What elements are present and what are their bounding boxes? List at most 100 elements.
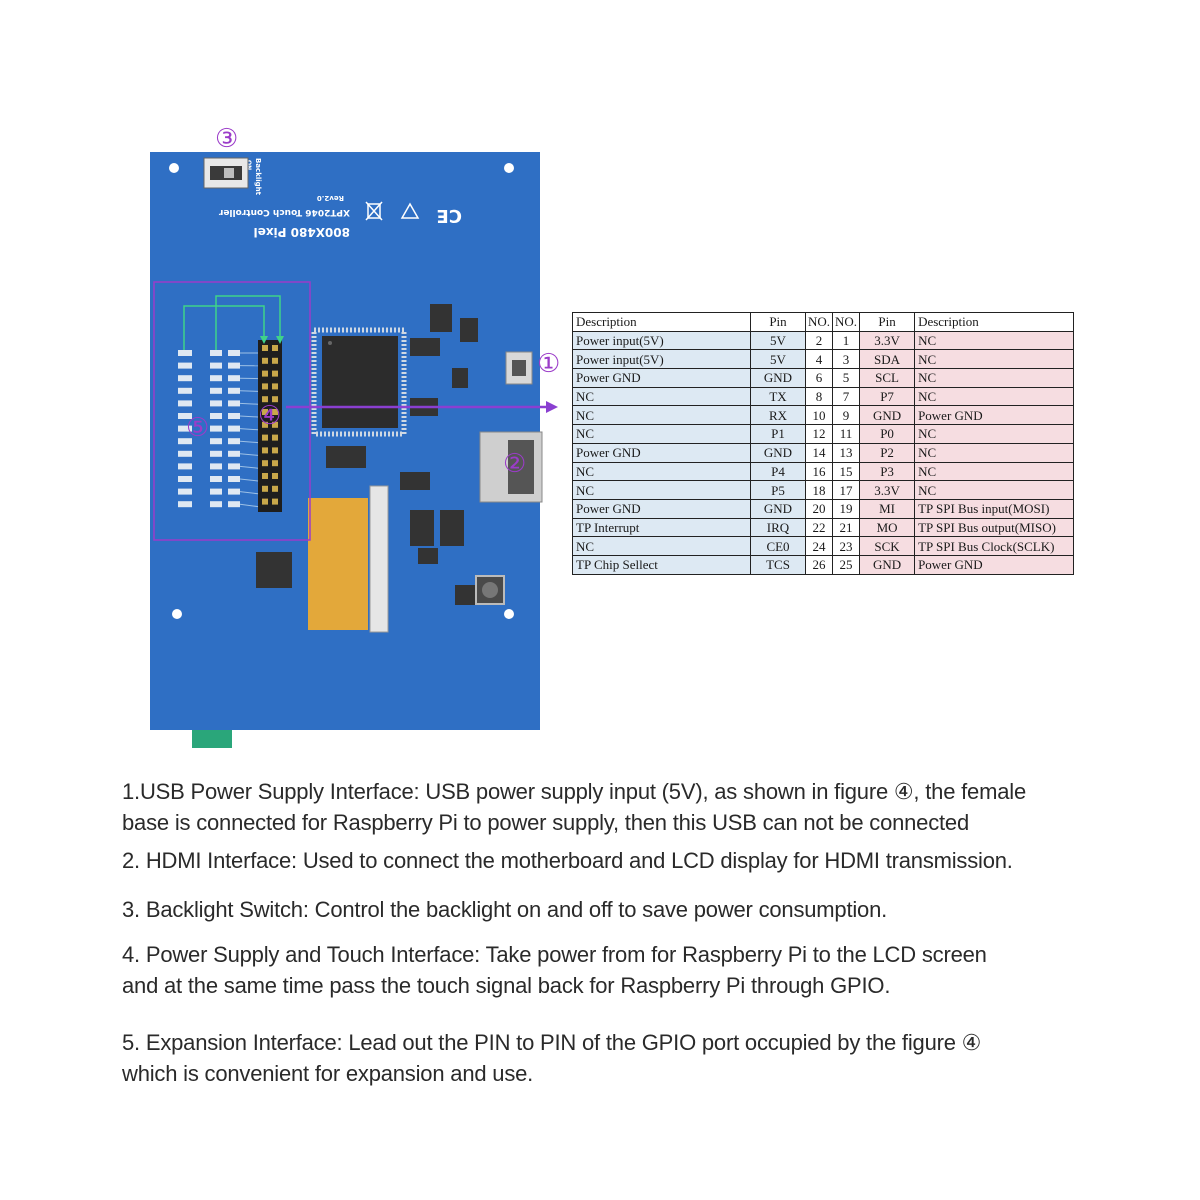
expansion-pad xyxy=(178,476,192,482)
pin-cell-pin-r: SDA xyxy=(859,349,916,370)
gpio-pin xyxy=(272,357,278,364)
gpio-pin xyxy=(262,421,268,428)
pin-cell-pin-r: 3.3V xyxy=(859,330,916,351)
pin-cell-desc-l: NC xyxy=(572,461,751,482)
pin-cell-pin-l: P4 xyxy=(750,461,806,482)
fpc-tab xyxy=(192,730,232,748)
expansion-pad xyxy=(228,413,240,419)
expansion-pad xyxy=(210,375,222,382)
expansion-pad xyxy=(228,375,240,382)
pin-cell-pin-l: CE0 xyxy=(750,536,806,556)
header-no-right: NO. xyxy=(832,312,861,332)
pin-cell-desc-r: NC xyxy=(914,442,1075,463)
expansion-pad xyxy=(178,488,192,495)
expansion-pad xyxy=(178,413,192,419)
ic xyxy=(256,552,292,588)
ic xyxy=(440,510,464,546)
pin-cell-desc-r: NC xyxy=(914,368,1075,388)
note-power-touch: 4. Power Supply and Touch Interface: Tak… xyxy=(122,939,987,1001)
pin-cell-desc-l: TP Chip Sellect xyxy=(572,554,751,575)
expansion-pad xyxy=(210,450,222,457)
pin-cell-desc-l: Power GND xyxy=(572,368,751,388)
ic xyxy=(452,368,468,388)
expansion-pad xyxy=(210,362,222,369)
pin-cell-no-r: 23 xyxy=(832,536,861,556)
pin-cell-pin-r: SCL xyxy=(859,368,916,388)
pin-cell-desc-r: TP SPI Bus Clock(SCLK) xyxy=(914,536,1075,556)
pin-cell-no-l: 18 xyxy=(804,480,834,500)
expansion-pad xyxy=(210,425,222,432)
expansion-pad xyxy=(228,387,240,394)
pin-cell-desc-l: TP Interrupt xyxy=(572,517,751,538)
guide-arrowhead xyxy=(260,336,268,344)
pin-cell-no-l: 12 xyxy=(804,424,834,444)
pin-cell-no-l: 14 xyxy=(804,442,834,463)
expansion-pad xyxy=(228,350,240,356)
expansion-pad xyxy=(228,425,240,432)
pin-cell-desc-l: NC xyxy=(572,536,751,556)
pin-cell-desc-l: NC xyxy=(572,424,751,444)
pad-trace xyxy=(239,503,259,508)
chip-pin1-dot xyxy=(328,341,332,345)
pin-cell-desc-r: NC xyxy=(914,461,1075,482)
pin-cell-desc-l: Power GND xyxy=(572,442,751,463)
switch-label: Backlight xyxy=(254,158,262,196)
weee-icon xyxy=(367,203,381,219)
hdmi-slot xyxy=(508,440,534,494)
gpio-pin xyxy=(272,370,278,377)
pin-cell-pin-r: MI xyxy=(859,498,916,519)
pin-cell-pin-r: P0 xyxy=(859,424,916,444)
header-pin-right: Pin xyxy=(859,312,916,332)
pin-cell-no-l: 20 xyxy=(804,498,834,519)
pin-cell-no-r: 1 xyxy=(832,330,861,351)
pin-cell-desc-l: NC xyxy=(572,480,751,500)
pin-cell-no-l: 6 xyxy=(804,368,834,388)
mount-hole xyxy=(172,609,182,619)
pin-cell-desc-r: TP SPI Bus output(MISO) xyxy=(914,517,1075,538)
note-hdmi: 2. HDMI Interface: Used to connect the m… xyxy=(122,845,1013,876)
mount-hole xyxy=(169,163,179,173)
pin-cell-no-l: 4 xyxy=(804,349,834,370)
note-expansion: 5. Expansion Interface: Lead out the PIN… xyxy=(122,1027,981,1089)
pin-cell-no-l: 10 xyxy=(804,405,834,426)
pin-cell-pin-l: IRQ xyxy=(750,517,806,538)
gpio-pin xyxy=(262,498,268,505)
pin-cell-no-l: 16 xyxy=(804,461,834,482)
pin-cell-pin-r: P2 xyxy=(859,442,916,463)
pin-cell-no-r: 11 xyxy=(832,424,861,444)
gpio-pin xyxy=(272,383,278,390)
header-no-left: NO. xyxy=(804,312,834,332)
pin-table-header: Description Pin NO. NO. Pin Description xyxy=(572,312,1075,332)
gpio-pin xyxy=(272,460,278,467)
pin-guide-line xyxy=(183,305,265,350)
weee-icon xyxy=(365,201,383,221)
pin-cell-no-r: 25 xyxy=(832,554,861,575)
note-line: 1.USB Power Supply Interface: USB power … xyxy=(122,779,1026,804)
gpio-pin xyxy=(272,434,278,441)
pin-cell-no-r: 19 xyxy=(832,498,861,519)
callout-backlight: ③ xyxy=(215,124,238,154)
pin-cell-no-l: 26 xyxy=(804,554,834,575)
pin-cell-desc-l: Power GND xyxy=(572,498,751,519)
pin-cell-desc-r: Power GND xyxy=(914,554,1075,575)
pin-cell-no-r: 13 xyxy=(832,442,861,463)
note-line: which is convenient for expansion and us… xyxy=(122,1061,534,1086)
switch-knob xyxy=(224,168,234,178)
pin-cell-no-r: 15 xyxy=(832,461,861,482)
callout-usb: ① xyxy=(537,349,560,379)
fpc-connector xyxy=(369,485,389,633)
pin-cell-pin-r: MO xyxy=(859,517,916,538)
pad-trace xyxy=(239,478,259,482)
expansion-pad xyxy=(210,400,222,407)
pin-cell-pin-l: GND xyxy=(750,368,806,388)
gpio-pin xyxy=(262,370,268,377)
pin-cell-pin-l: TCS xyxy=(750,554,806,575)
pin-cell-pin-l: 5V xyxy=(750,349,806,370)
pad-trace xyxy=(239,402,259,405)
